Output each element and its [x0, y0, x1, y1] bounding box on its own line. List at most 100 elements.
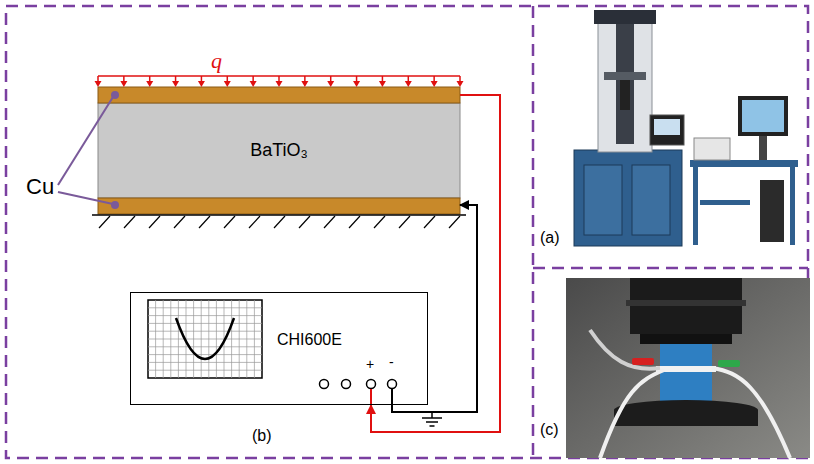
ground-symbol — [422, 417, 442, 419]
lead-wire — [370, 389, 372, 405]
crosshead — [604, 72, 646, 80]
green-clip — [718, 360, 740, 367]
machine-top — [594, 10, 656, 24]
load-arrow-head — [250, 81, 257, 87]
probe-cable — [590, 330, 660, 369]
grid-line — [148, 323, 262, 324]
load-arrow-head — [120, 81, 127, 87]
leader-dot — [111, 201, 119, 209]
monitor-screen — [742, 100, 784, 132]
grid-line — [148, 362, 262, 363]
fixed-support — [92, 214, 466, 216]
probe-cable — [600, 370, 664, 458]
load-arrow-head — [198, 81, 205, 87]
terminal-sign: + — [366, 357, 374, 371]
specimen-photo — [566, 278, 810, 458]
panel-divider — [532, 6, 535, 458]
support-hatch — [299, 216, 310, 228]
support-hatch — [199, 216, 210, 228]
load-arrow-head — [431, 81, 438, 87]
material-label: Cu — [26, 174, 54, 200]
grid-line — [148, 370, 262, 371]
load-arrow-head — [224, 81, 231, 87]
load-symbol: q — [211, 48, 222, 74]
instrument-name: CHI600E — [277, 331, 342, 349]
panel-screen — [654, 119, 680, 135]
support-hatch — [449, 216, 460, 228]
load-arrow-head — [327, 81, 334, 87]
load-arrow-head — [146, 81, 153, 87]
cabinet-door — [632, 165, 670, 235]
machine-cabinet — [574, 150, 682, 246]
ceramic-body — [98, 103, 460, 198]
black-wire — [392, 205, 477, 412]
leader-dot — [111, 91, 119, 99]
leader-line — [58, 192, 113, 204]
load-arrow-head — [172, 81, 179, 87]
desk-leg — [693, 167, 698, 245]
load-arrow-head — [301, 81, 308, 87]
terminal — [388, 380, 397, 389]
terminal — [342, 380, 351, 389]
load-column — [616, 24, 634, 144]
support-hatch — [99, 216, 110, 228]
support-hatch — [324, 216, 335, 228]
load-arrow-head — [276, 81, 283, 87]
monitor — [738, 96, 788, 136]
ground-symbol — [430, 425, 435, 427]
panel-label: (b) — [252, 427, 272, 445]
red-clip — [632, 358, 654, 365]
desk-top — [690, 160, 798, 167]
grip — [620, 80, 630, 110]
support-hatch — [124, 216, 135, 228]
support-hatch — [424, 216, 435, 228]
tie-band — [656, 366, 716, 372]
ground-symbol — [426, 421, 438, 423]
desk-leg — [790, 167, 795, 245]
panel-label: (a) — [540, 229, 560, 247]
lead-wire — [391, 389, 393, 405]
copper-electrode — [98, 198, 460, 214]
grid-line — [148, 331, 262, 332]
probe-cable — [712, 368, 790, 458]
support-hatch — [149, 216, 160, 228]
grid-line — [148, 354, 262, 355]
support-hatch — [249, 216, 260, 228]
screen-grid — [148, 300, 262, 378]
desk-shelf — [700, 200, 750, 205]
load-arrow-head — [405, 81, 412, 87]
red-wire — [371, 95, 500, 432]
support-hatch — [174, 216, 185, 228]
cabinet-door — [584, 165, 622, 235]
machine-frame — [598, 12, 652, 152]
load-arrow-head — [379, 81, 386, 87]
electrochemical-workstation: CHI600E + - — [130, 292, 428, 405]
scope-screen — [148, 300, 262, 378]
grid-line — [148, 315, 262, 316]
platen-face — [640, 334, 732, 344]
support-hatch — [224, 216, 235, 228]
terminal — [367, 380, 376, 389]
panel-divider — [533, 267, 808, 270]
monitor-stand — [759, 136, 767, 160]
pc-tower — [760, 180, 784, 242]
terminal — [320, 380, 329, 389]
support-hatch — [349, 216, 360, 228]
lower-platen — [614, 410, 758, 426]
leader-line — [58, 97, 113, 185]
support-hatch — [274, 216, 285, 228]
printer — [694, 138, 730, 160]
grid-line — [148, 307, 262, 308]
control-panel — [650, 115, 684, 145]
load-arrow-head — [95, 81, 102, 87]
load-arrow-head — [353, 81, 360, 87]
grid-line — [148, 346, 262, 347]
terminal-sign: - — [389, 355, 394, 369]
load-arrow-head — [457, 81, 464, 87]
support-hatch — [374, 216, 385, 228]
platen-ring — [626, 300, 746, 306]
support-hatch — [399, 216, 410, 228]
